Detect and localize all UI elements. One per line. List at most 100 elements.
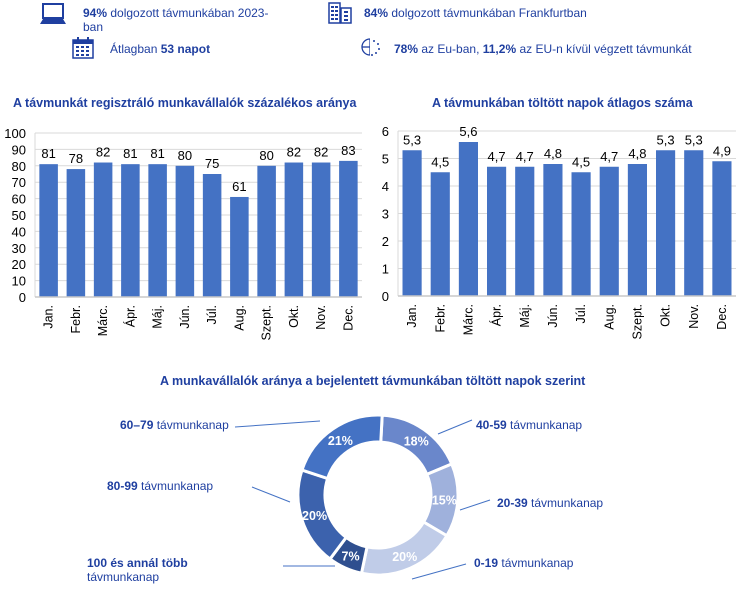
- bar: [599, 166, 619, 296]
- globe-eu-icon: [361, 37, 382, 57]
- bar: [257, 165, 276, 297]
- y-tick-label: 4: [382, 179, 389, 194]
- x-tick-label: Márc.: [96, 305, 110, 336]
- data-label: 4,5: [572, 154, 590, 169]
- bar-chart-percentage: 010203040506070809010081Jan.78Febr.82Már…: [4, 126, 362, 340]
- bar: [402, 150, 422, 296]
- x-tick-label: Febr.: [433, 304, 447, 333]
- y-tick-label: 0: [19, 290, 26, 305]
- data-label: 4,9: [713, 143, 731, 158]
- data-label: 4,8: [544, 146, 562, 161]
- donut-chart-days: 18%15%20%7%20%21%: [234, 413, 491, 580]
- y-tick-label: 30: [12, 241, 26, 256]
- bar: [712, 161, 732, 296]
- donut-label-20-39: 20-39 távmunkanap: [497, 496, 604, 510]
- kpi-remote-2023: 94% dolgozott távmunkában 2023-ban: [83, 6, 269, 34]
- calendar-icon: [72, 37, 94, 59]
- x-tick-label: Jún.: [546, 304, 560, 328]
- leader-line: [251, 486, 291, 503]
- data-label: 4,8: [628, 146, 646, 161]
- bar: [684, 150, 704, 296]
- data-label: 80: [259, 148, 273, 163]
- chart-title-donut: A munkavállalók aránya a bejelentett táv…: [160, 374, 586, 388]
- y-tick-label: 40: [12, 224, 26, 239]
- x-tick-label: Aug.: [602, 304, 616, 330]
- x-tick-label: Ápr.: [122, 305, 137, 327]
- x-tick-label: Jún.: [178, 305, 192, 329]
- x-tick-label: Dec.: [341, 305, 355, 331]
- bar: [93, 162, 113, 297]
- bar: [175, 165, 195, 297]
- x-tick-label: Szept.: [630, 304, 644, 339]
- data-label: 80: [178, 148, 192, 163]
- bar: [515, 166, 535, 296]
- slice-label: 20%: [302, 509, 327, 523]
- x-tick-label: Aug.: [232, 305, 246, 331]
- building-icon: [328, 2, 352, 24]
- bar: [311, 162, 331, 297]
- y-tick-label: 100: [4, 126, 26, 141]
- data-label: 81: [123, 146, 137, 161]
- leader-line: [459, 499, 491, 511]
- y-tick-label: 70: [12, 175, 26, 190]
- y-tick-label: 60: [12, 192, 26, 207]
- bar: [543, 164, 563, 296]
- data-label: 61: [232, 179, 246, 194]
- data-label: 5,3: [657, 132, 675, 147]
- x-tick-label: Okt.: [287, 305, 301, 328]
- donut-label-60-79: 60–79 távmunkanap: [120, 418, 229, 432]
- bar: [148, 164, 167, 297]
- x-tick-label: Ápr.: [489, 304, 504, 326]
- x-tick-label: Jan.: [42, 305, 56, 329]
- bar: [656, 150, 676, 296]
- slice-label: 15%: [432, 494, 457, 508]
- x-tick-label: Máj.: [151, 305, 165, 329]
- y-tick-label: 5: [382, 152, 389, 167]
- x-tick-label: Máj.: [518, 304, 532, 328]
- data-label: 81: [150, 146, 164, 161]
- bar: [39, 164, 58, 297]
- bar: [430, 172, 450, 296]
- donut-label-0-19: 0-19 távmunkanap: [474, 556, 574, 570]
- bar: [571, 172, 591, 296]
- bar: [202, 174, 222, 297]
- x-tick-label: Szept.: [260, 305, 274, 340]
- kpi-frankfurt: 84% dolgozott távmunkában Frankfurtban: [364, 6, 587, 20]
- donut-slice: [359, 519, 449, 577]
- data-label: 82: [314, 145, 328, 160]
- y-tick-label: 0: [382, 289, 389, 304]
- x-tick-label: Júl.: [574, 304, 588, 323]
- bar: [458, 142, 478, 296]
- x-tick-label: Júl.: [205, 305, 219, 324]
- kpi-eu: 78% az Eu-ban, 11,2% az EU-n kívül végze…: [394, 42, 692, 56]
- bar: [487, 166, 507, 296]
- data-label: 5,6: [459, 124, 477, 139]
- data-label: 78: [69, 151, 83, 166]
- laptop-icon: [40, 3, 66, 24]
- slice-label: 21%: [328, 434, 353, 448]
- chart-title-average-days: A távmunkában töltött napok átlagos szám…: [432, 96, 693, 110]
- y-tick-label: 90: [12, 142, 26, 157]
- x-tick-label: Márc.: [461, 304, 475, 335]
- bar: [66, 169, 86, 297]
- data-label: 81: [41, 146, 55, 161]
- data-label: 4,5: [431, 154, 449, 169]
- bar: [121, 164, 140, 297]
- donut-label-80-99: 80-99 távmunkanap: [107, 479, 214, 493]
- data-label: 83: [341, 143, 355, 158]
- data-label: 82: [287, 145, 301, 160]
- y-tick-label: 1: [382, 262, 389, 277]
- donut-label-40-59: 40-59 távmunkanap: [476, 418, 583, 432]
- slice-label: 20%: [392, 550, 417, 564]
- data-label: 4,7: [600, 149, 618, 164]
- x-tick-label: Jan.: [405, 304, 419, 328]
- y-tick-label: 80: [12, 159, 26, 174]
- leader-line: [437, 419, 473, 435]
- y-tick-label: 2: [382, 234, 389, 249]
- leader-line: [411, 563, 467, 580]
- leader-line: [234, 420, 321, 428]
- data-label: 82: [96, 145, 110, 160]
- chart-title-percentage: A távmunkát regisztráló munkavállalók sz…: [13, 96, 357, 110]
- bar-chart-average-days: 01234565,3Jan.4,5Febr.5,6Márc.4,7Ápr.4,7…: [382, 124, 736, 339]
